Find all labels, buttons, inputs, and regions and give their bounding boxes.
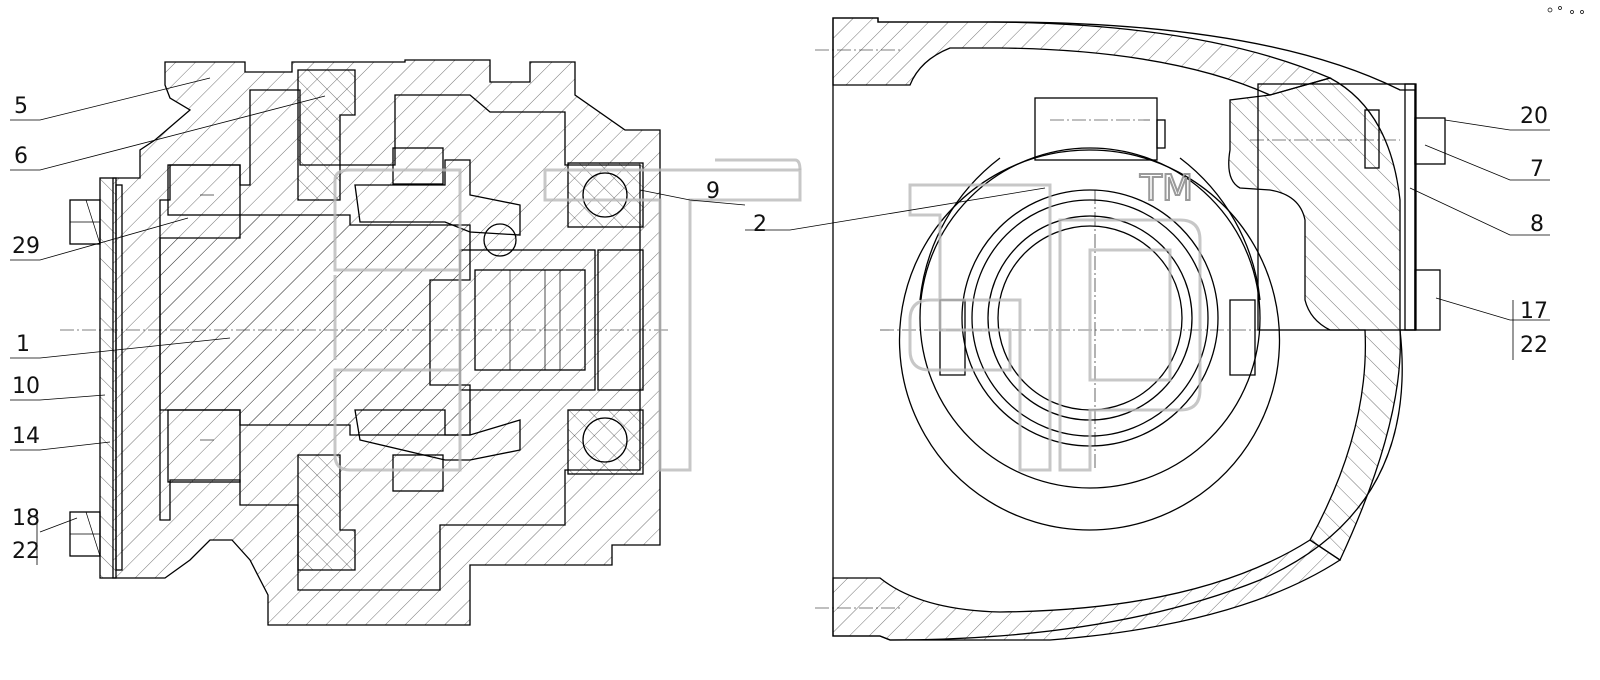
callout-7: 7 <box>1530 157 1544 182</box>
end-cover-plate <box>99 177 117 579</box>
fork-arm-right <box>1229 299 1256 376</box>
guide-ring-outer <box>898 149 1281 531</box>
callout-22-right: 22 <box>1520 333 1548 358</box>
nut-bottom <box>392 454 444 492</box>
watermark-trademark: TM <box>1139 168 1193 209</box>
callout-29: 29 <box>12 234 40 259</box>
housing-wall-top <box>832 17 1332 96</box>
hub-bottom <box>354 409 521 461</box>
callout-2: 2 <box>753 212 767 237</box>
spacer-ring <box>597 249 644 391</box>
bearing-top <box>567 162 644 228</box>
corner-mark <box>1547 6 1584 14</box>
bolt-17 <box>1414 269 1441 331</box>
ball-small <box>483 223 517 257</box>
gasket <box>115 184 123 571</box>
callout-1: 1 <box>16 332 30 357</box>
callout-labels: 5 6 29 1 10 14 18 22 9 2 20 7 8 17 22 <box>12 94 1548 564</box>
bearing-bottom <box>567 409 644 475</box>
key-insert <box>1364 109 1380 169</box>
housing-wall-bottom <box>832 539 1342 641</box>
callout-6: 6 <box>14 144 28 169</box>
bolt-top <box>69 199 101 245</box>
callout-10: 10 <box>12 374 40 399</box>
mounting-flange <box>1257 83 1417 331</box>
callout-20: 20 <box>1520 104 1548 129</box>
callout-14: 14 <box>12 424 40 449</box>
plug-20 <box>1414 117 1446 165</box>
callout-9: 9 <box>706 179 720 204</box>
shaft-lug-top <box>167 164 241 216</box>
callout-5: 5 <box>14 94 28 119</box>
callout-17: 17 <box>1520 299 1548 324</box>
flange-plate <box>1404 83 1416 331</box>
callout-22-left: 22 <box>12 539 40 564</box>
shaft-section <box>159 214 471 436</box>
fork-arm-left <box>939 299 966 376</box>
spline-bore <box>474 269 586 371</box>
housing-inner-cavity <box>159 89 641 591</box>
hub-top <box>354 159 521 236</box>
leader-lines <box>10 77 1550 565</box>
gear-section-top <box>297 69 356 201</box>
shaft-lug-bottom <box>167 409 241 483</box>
callout-18: 18 <box>12 506 40 531</box>
gear-section-bottom <box>297 454 356 571</box>
watermark: TM <box>333 158 1202 472</box>
housing-wall-right <box>1228 77 1402 561</box>
left-section-view <box>60 59 670 626</box>
nut-top <box>392 147 444 185</box>
callout-8: 8 <box>1530 212 1544 237</box>
guide-ring-mid <box>919 147 1261 489</box>
bolt-bottom <box>69 511 101 557</box>
